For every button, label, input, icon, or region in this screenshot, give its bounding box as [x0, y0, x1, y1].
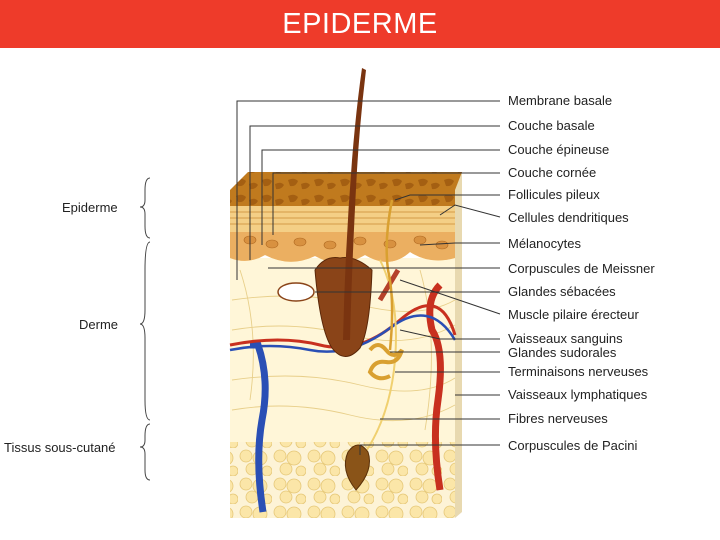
structure-label: Corpuscules de Pacini [508, 438, 637, 453]
structure-label: Muscle pilaire érecteur [508, 307, 639, 322]
structure-label: Couche cornée [508, 165, 596, 180]
side-brackets [139, 177, 151, 481]
stratum-lines [230, 211, 455, 225]
structure-label: Membrane basale [508, 93, 612, 108]
layer-label-hypoderme: Tissus sous-cutané [4, 440, 116, 455]
couche-basale-layer [230, 232, 455, 263]
hair-shaft [343, 68, 366, 340]
structure-label: Glandes sébacées [508, 284, 616, 299]
cells-epineuse [243, 235, 449, 250]
structure-label: Corpuscules de Meissner [508, 261, 655, 276]
hypoderme-layer [230, 440, 455, 518]
structure-label: Fibres nerveuses [508, 411, 608, 426]
leader-lines [236, 100, 501, 455]
pacini-corpuscle [344, 444, 370, 491]
structure-label: Vaisseaux lymphatiques [508, 387, 648, 402]
structure-label: Couche épineuse [508, 142, 609, 157]
structure-label: Terminaisons nerveuses [508, 364, 649, 379]
sweat-duct [385, 199, 394, 351]
structure-label: Vaisseaux sanguins [508, 331, 623, 346]
layer-label-epiderme: Epiderme [62, 200, 118, 215]
structure-label: Couche basale [508, 118, 595, 133]
structure-label: Follicules pileux [508, 187, 600, 202]
layer-label-derme: Derme [79, 317, 118, 332]
couche-cornee-top [230, 172, 462, 190]
sebaceous-gland [277, 282, 315, 302]
structure-label: Mélanocytes [508, 236, 581, 251]
page-title: EPIDERME [282, 7, 438, 40]
structure-label: Glandes sudorales [508, 345, 617, 360]
block-side-face [455, 172, 462, 518]
sweat-gland [367, 343, 404, 381]
couche-cornee-layer [230, 190, 455, 206]
structure-label: Cellules dendritiques [508, 210, 629, 225]
title-bar: EPIDERME [0, 0, 720, 48]
blue-vessel-left [250, 341, 269, 513]
hair-follicle [314, 257, 373, 357]
